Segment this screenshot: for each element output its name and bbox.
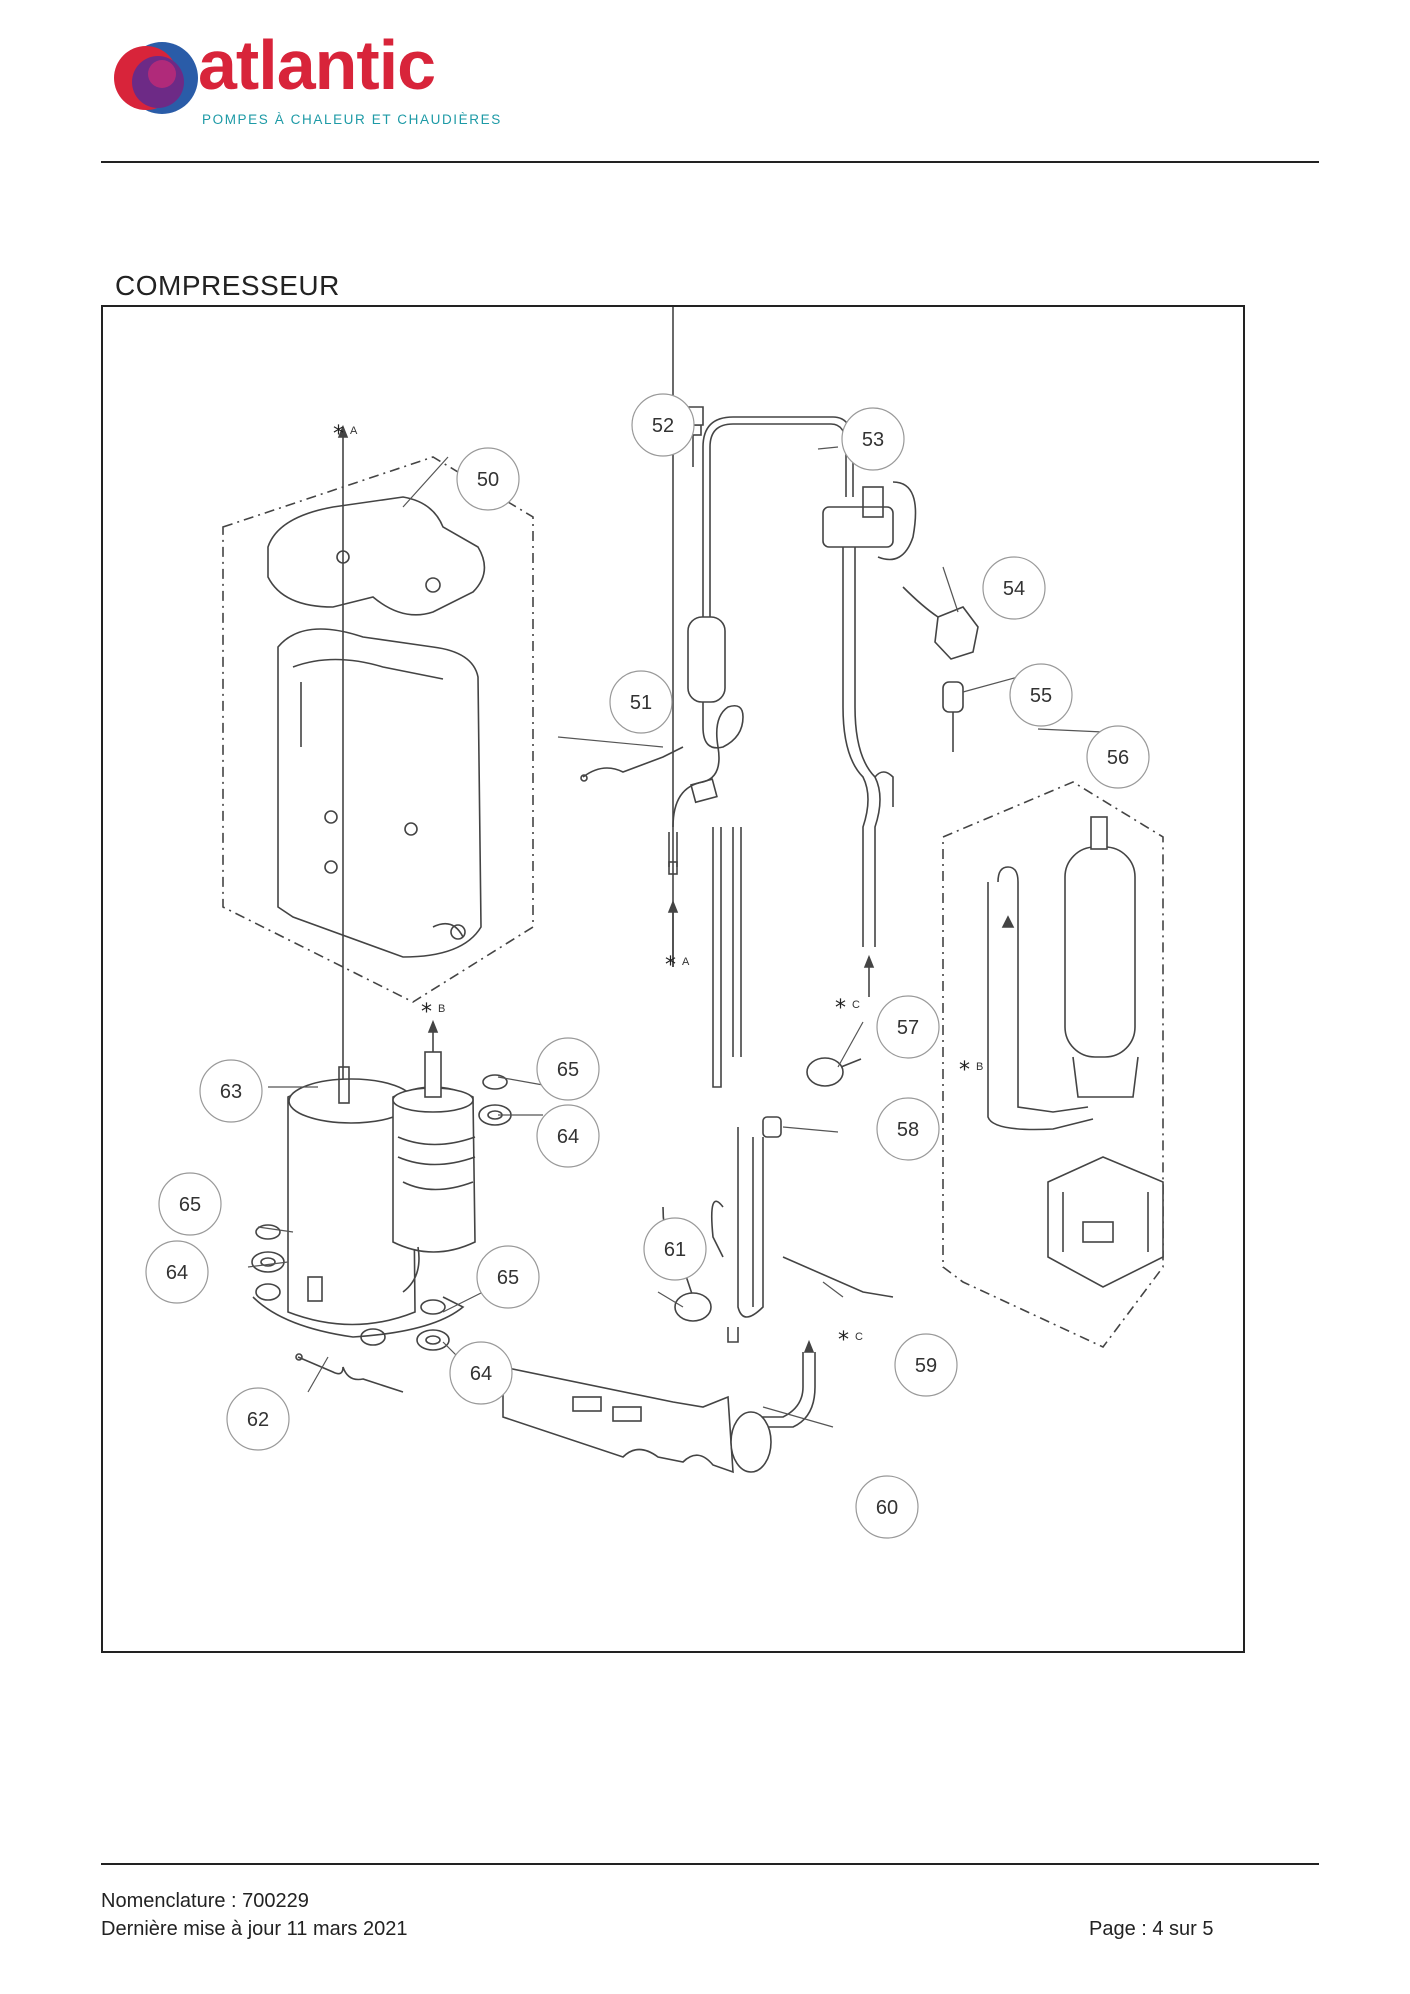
callout-number: 61 — [664, 1239, 686, 1261]
footer-page: Page : 4 sur 5 — [1089, 1918, 1214, 1940]
footer-updated: Dernière mise à jour 11 mars 2021 — [101, 1918, 408, 1940]
callout: 50 — [456, 447, 520, 511]
callout: 65 — [158, 1172, 222, 1236]
compressor-exploded-view: 50 51 52 53 54 55 56 57 58 59 60 61 62 6… — [145, 307, 1164, 1539]
callout-number: 59 — [915, 1355, 937, 1377]
callout-number: 65 — [557, 1059, 579, 1081]
callout: 65 — [536, 1037, 600, 1101]
callout-number: 64 — [470, 1363, 492, 1385]
callout-number: 60 — [876, 1497, 898, 1519]
ref-letter: C — [855, 1331, 863, 1343]
callout: 56 — [1086, 725, 1150, 789]
ref-star: * — [959, 1058, 970, 1083]
callout: 65 — [476, 1245, 540, 1309]
callout: 59 — [894, 1333, 958, 1397]
exploded-diagram: 50 51 52 53 54 55 56 57 58 59 60 61 62 6… — [101, 305, 1245, 1653]
section-title: COMPRESSEUR — [115, 270, 340, 301]
callout-group: 50 51 52 53 54 55 56 57 58 59 60 61 62 6… — [145, 393, 1150, 1539]
ref-letter: A — [350, 425, 358, 437]
callout-number: 53 — [862, 429, 884, 451]
ref-letter: C — [852, 999, 860, 1011]
callout: 64 — [145, 1240, 209, 1304]
callout: 64 — [536, 1104, 600, 1168]
callout: 63 — [199, 1059, 263, 1123]
ref-star: * — [421, 1000, 432, 1025]
callout-number: 65 — [497, 1267, 519, 1289]
callout: 61 — [643, 1217, 707, 1281]
callout: 53 — [841, 407, 905, 471]
callout-number: 56 — [1107, 747, 1129, 769]
callout-number: 50 — [477, 469, 499, 491]
brand-name: atlantic — [198, 26, 436, 104]
callout: 60 — [855, 1475, 919, 1539]
callout: 58 — [876, 1097, 940, 1161]
brand-logo: atlantic POMPES À CHALEUR ET CHAUDIÈRES — [112, 30, 500, 130]
callout-number: 57 — [897, 1017, 919, 1039]
callout: 54 — [982, 556, 1046, 620]
footer-rule — [101, 1863, 1319, 1865]
brand-tagline: POMPES À CHALEUR ET CHAUDIÈRES — [202, 112, 502, 127]
callout-number: 65 — [179, 1194, 201, 1216]
ref-star: * — [838, 1328, 849, 1353]
callout-number: 52 — [652, 415, 674, 437]
callout-number: 64 — [166, 1262, 188, 1284]
callout-number: 51 — [630, 692, 652, 714]
ref-star: * — [333, 422, 344, 447]
callout-number: 58 — [897, 1119, 919, 1141]
callout-number: 62 — [247, 1409, 269, 1431]
callout: 64 — [449, 1341, 513, 1405]
callout-number: 55 — [1030, 685, 1052, 707]
atlantic-logo-icon — [114, 42, 198, 114]
ref-letter: B — [976, 1061, 983, 1073]
reference-markers: * A * A * B * B * C * C — [333, 422, 983, 1353]
ref-star: * — [665, 953, 676, 978]
callout: 62 — [226, 1387, 290, 1451]
ref-star: * — [835, 996, 846, 1021]
header-rule — [101, 161, 1319, 163]
callout: 52 — [631, 393, 695, 457]
footer-nomenclature: Nomenclature : 700229 — [101, 1890, 309, 1912]
callout: 55 — [1009, 663, 1073, 727]
ref-letter: B — [438, 1003, 445, 1015]
callout-number: 64 — [557, 1126, 579, 1148]
callout-number: 54 — [1003, 578, 1025, 600]
callout-number: 63 — [220, 1081, 242, 1103]
ref-letter: A — [682, 956, 690, 968]
callout: 51 — [609, 670, 673, 734]
callout: 57 — [876, 995, 940, 1059]
